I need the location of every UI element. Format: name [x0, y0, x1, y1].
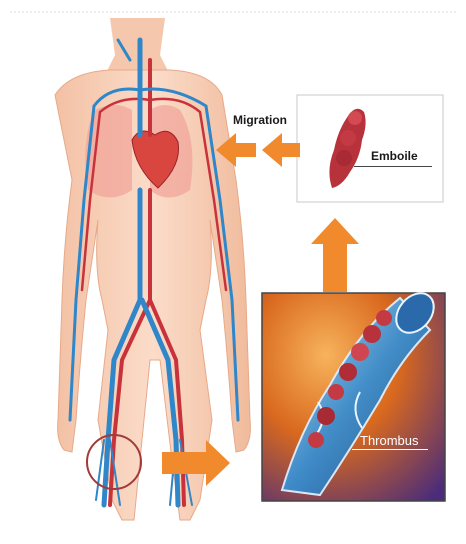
embolie-underline: [354, 166, 432, 167]
embolie-box: [297, 95, 443, 202]
migration-label: Migration: [233, 113, 287, 127]
human-body-illustration: [55, 18, 250, 520]
thrombus-underline: [352, 449, 428, 450]
arrow-left-icon-1: [262, 133, 300, 167]
embolie-label: Emboile: [371, 149, 418, 163]
thrombus-label: Thrombus: [360, 433, 419, 448]
arrow-up-icon: [311, 218, 359, 292]
